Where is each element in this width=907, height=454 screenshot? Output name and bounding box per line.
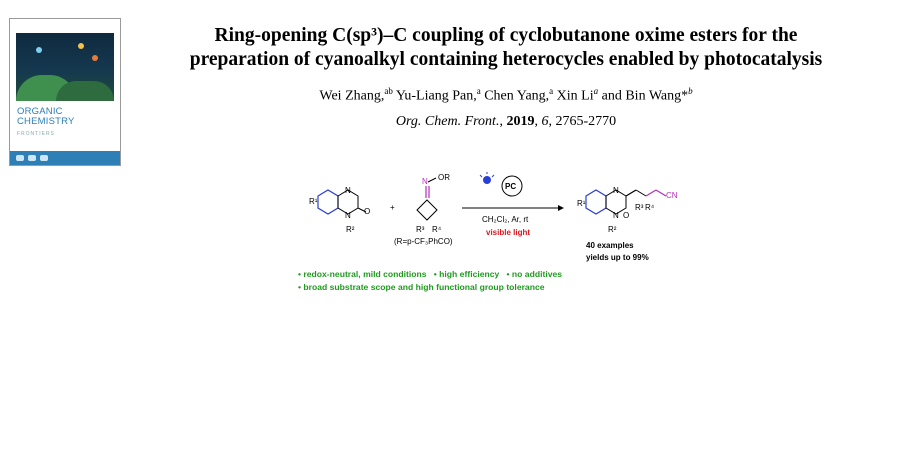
cyano-label: CN — [666, 191, 678, 200]
cover-journal-line: ORGANIC — [17, 106, 63, 117]
reaction-scheme: R¹ N N O R² + N OR R³ R⁴ (R=p-CF₃PhCO) P… — [309, 172, 678, 262]
highlight-row: • broad substrate scope and high functio… — [298, 282, 545, 292]
visible-light-text: visible light — [486, 228, 530, 237]
highlight-row: • redox-neutral, mild conditions • high … — [298, 268, 562, 281]
oxime-ester-reactant: N OR R³ R⁴ (R=p-CF₃PhCO) — [394, 173, 453, 246]
reaction-conditions: PC CH₂Cl₂, Ar, rt visible light — [462, 172, 564, 237]
highlights: • redox-neutral, mild conditions • high … — [298, 268, 562, 294]
r4-label: R⁴ — [645, 203, 655, 212]
cover-hill — [56, 81, 114, 101]
author-name: Wei Zhang, — [319, 88, 385, 104]
oxime-nitrogen-label: N — [422, 177, 428, 186]
author-name: Xin Li — [553, 88, 594, 104]
product: R¹ N N O R² R³ R⁴ CN 40 examples yields … — [577, 186, 678, 262]
examples-count: 40 examples — [586, 241, 634, 250]
citation-year: 2019 — [506, 114, 535, 129]
r2-label: R² — [346, 225, 355, 234]
quinoxalinone-reactant: R¹ N N O R² — [309, 186, 370, 234]
author-affiliation: a — [476, 86, 481, 96]
r3-label: R³ — [635, 203, 644, 212]
paper-title-line: preparation of cyanoalkyl containing het… — [189, 49, 823, 70]
cover-journal-line: CHEMISTRY — [17, 116, 75, 127]
cover-bottom-band — [10, 151, 120, 165]
author-affiliation: a — [549, 86, 554, 96]
author-name: Yu-Liang Pan, — [392, 88, 477, 104]
cover-light — [92, 55, 98, 61]
highlight-item: • no additives — [506, 269, 563, 279]
cover-journal-sub: FRONTIERS — [17, 131, 55, 137]
author-list: Wei Zhang,ab Yu-Liang Pan,a Chen Yang,a … — [150, 86, 862, 105]
nitrogen-label: N — [345, 186, 351, 195]
photocatalyst-label: PC — [505, 182, 516, 191]
nitrogen-label: N — [613, 186, 619, 195]
highlight-item: • redox-neutral, mild conditions — [298, 269, 427, 279]
citation-journal: Org. Chem. Front. — [395, 114, 500, 129]
plus-sign: + — [390, 203, 395, 212]
highlight-item: • high efficiency — [433, 269, 500, 279]
citation-volume: 6 — [541, 114, 549, 129]
conditions-text: CH₂Cl₂, Ar, rt — [482, 215, 529, 224]
author-affiliation: ab — [384, 86, 393, 96]
citation: Org. Chem. Front., 2019, 6, 2765-2770 — [395, 114, 617, 129]
nitrogen-label: N — [613, 211, 619, 220]
oxygen-label: O — [364, 207, 370, 216]
author-name: and Bin Wang* — [598, 88, 689, 104]
author-name: Chen Yang, — [480, 88, 550, 104]
paper-title-line: Ring-opening C(sp³)–C coupling of cyclob… — [214, 25, 798, 46]
cover-light — [36, 47, 42, 53]
author-affiliation: a — [593, 86, 599, 96]
cover-journal-name: ORGANIC CHEMISTRY FRONTIERS — [17, 107, 117, 139]
r2-label: R² — [608, 225, 617, 234]
paper-title: Ring-opening C(sp³)–C coupling of cyclob… — [150, 24, 862, 72]
citation-pages: 2765-2770 — [555, 114, 617, 129]
nitrogen-label: N — [345, 211, 351, 220]
oxygen-label: O — [623, 211, 629, 220]
r-definition: (R=p-CF₃PhCO) — [394, 237, 453, 246]
cover-top-band — [10, 19, 120, 31]
cover-artwork — [16, 33, 114, 101]
r1-label: R¹ — [577, 199, 586, 208]
lamp-icon — [483, 176, 491, 184]
journal-cover: ORGANIC CHEMISTRY FRONTIERS — [9, 18, 121, 166]
cover-light — [78, 43, 84, 49]
r4-label: R⁴ — [432, 225, 442, 234]
author-affiliation: b — [688, 86, 693, 96]
or-label: OR — [438, 173, 450, 182]
yield-summary: yields up to 99% — [586, 253, 649, 262]
r3-label: R³ — [416, 225, 425, 234]
r1-label: R¹ — [309, 197, 318, 206]
